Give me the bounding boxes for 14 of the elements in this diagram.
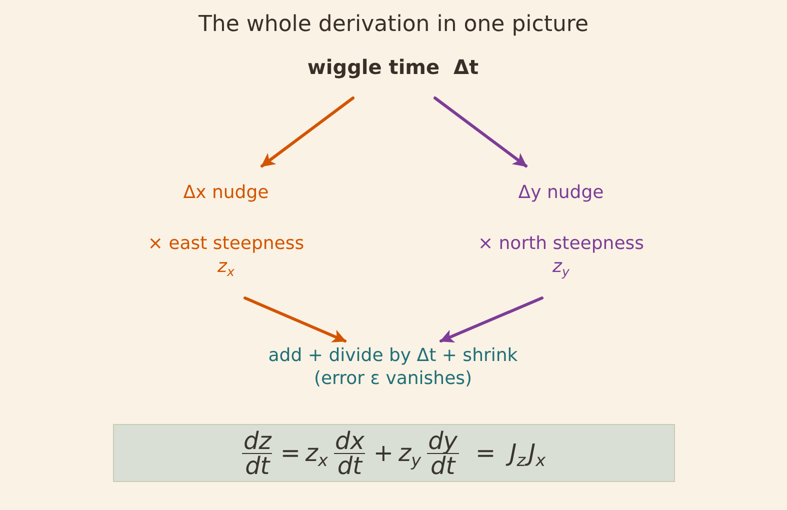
arrow [434,96,528,168]
result-label: add + divide by Δt + shrink (error ε vanishes) [267,344,519,390]
diagram-title: The whole derivation in one picture [197,11,590,39]
arrow [440,296,544,342]
variable-label: z$_{x}$ [218,255,234,278]
step-label: Δy nudge [518,181,604,204]
formula-box [113,424,675,482]
variable-label: z$_{y}$ [552,255,570,278]
quantity-label: wiggle time Δt [307,56,479,79]
arrow [244,296,346,342]
step-label: Δx nudge [183,181,269,204]
arrow [260,96,354,168]
factor-label: × north steepness [478,232,644,255]
factor-label: × east steepness [148,232,304,255]
